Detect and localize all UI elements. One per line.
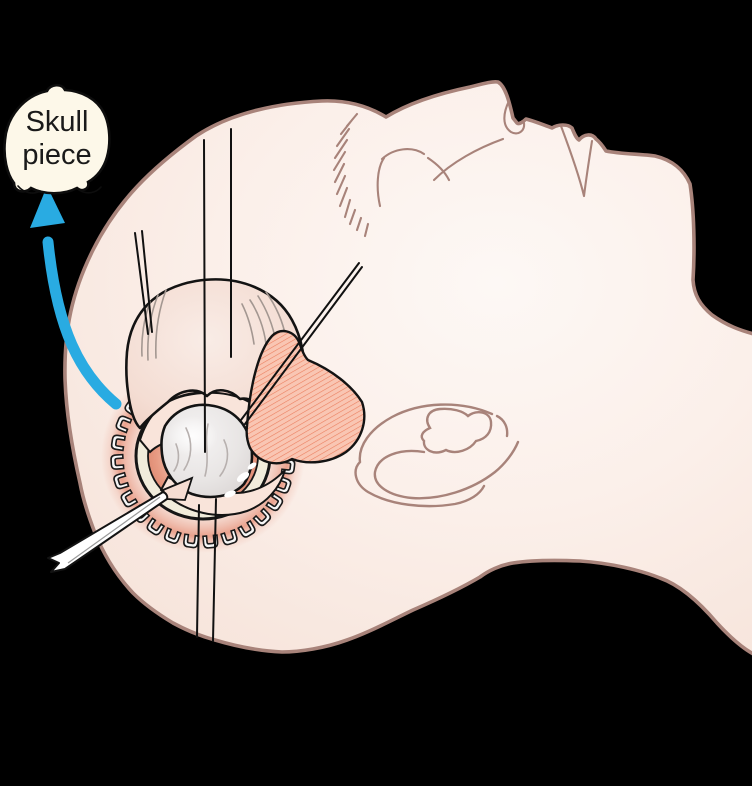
brain-highlight xyxy=(166,416,218,456)
closed-eye-lines xyxy=(376,148,451,208)
arrow-head xyxy=(30,186,65,228)
lower-drain-lines xyxy=(196,498,217,642)
facial-features xyxy=(332,99,594,238)
brain-sulci xyxy=(173,423,229,477)
eyebrow-hatching xyxy=(332,112,370,238)
surgical-probes xyxy=(134,128,363,642)
lip-lines xyxy=(559,124,594,198)
vertical-probe-long xyxy=(203,139,206,453)
arrow-shaft xyxy=(42,236,122,410)
skull-piece-text-line1: Skull xyxy=(26,106,89,138)
ear-tragus xyxy=(420,407,493,454)
skull-piece-text-line2: piece xyxy=(22,139,91,171)
elevator-instrument xyxy=(47,476,194,573)
skull-piece-arrow xyxy=(30,186,122,410)
scalp-flap-texture-lines xyxy=(141,289,287,361)
ear-helix-top xyxy=(495,414,509,438)
upper-right-probe xyxy=(240,262,363,425)
upper-left-probe xyxy=(134,230,153,335)
ear-antihelix xyxy=(373,440,520,500)
nose-line xyxy=(432,137,505,182)
nostril-line xyxy=(503,99,526,135)
temporalis-muscle xyxy=(245,329,366,465)
ear-outline xyxy=(354,403,520,508)
skull-piece-shadow-lines xyxy=(17,185,102,194)
elevator-blade xyxy=(47,491,169,573)
elevator-centerline xyxy=(67,496,161,564)
skull-piece-bubble xyxy=(3,83,111,195)
ear-helix xyxy=(354,403,494,508)
skull-piece-label: Skull piece xyxy=(3,83,111,195)
specular-highlights xyxy=(224,462,257,498)
